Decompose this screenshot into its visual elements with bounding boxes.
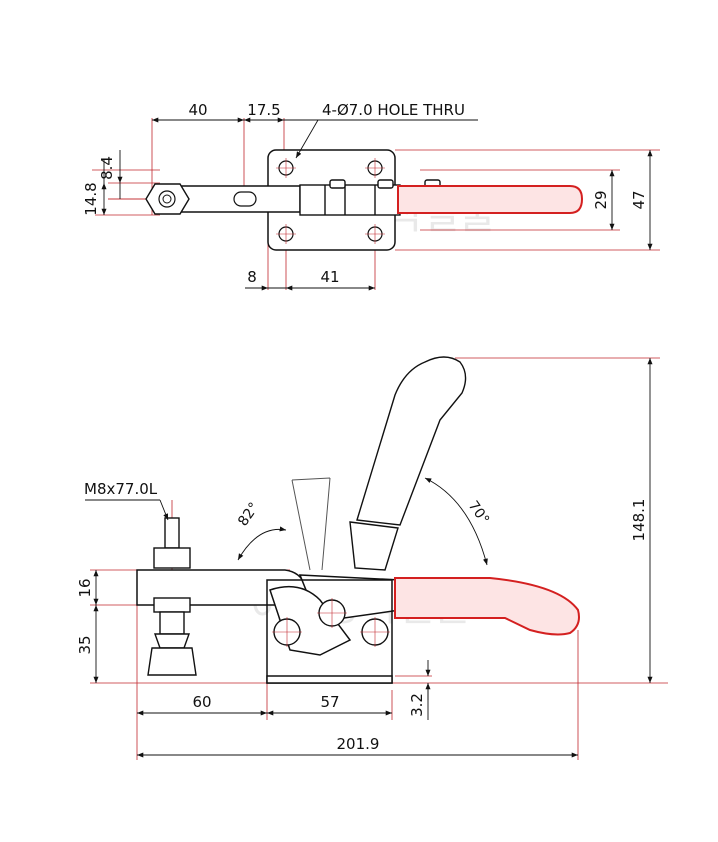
pivot-centers [272, 598, 390, 647]
base-block [266, 579, 393, 684]
handle-top [397, 185, 584, 214]
angle-arc-82 [237, 526, 287, 561]
dim-29: 29 [592, 190, 610, 209]
dim-3-2: 3.2 [408, 693, 426, 717]
dim-57: 57 [320, 693, 339, 711]
arm-slot [233, 191, 257, 207]
dim-60: 60 [192, 693, 211, 711]
angle-70: 70° [465, 498, 492, 528]
dim-14-8: 14.8 [82, 182, 100, 215]
top-dim-lines [101, 117, 653, 291]
side-view: 이지장식철물 [76, 356, 668, 760]
spindle [147, 517, 197, 676]
top-view: 이지장식철물 [82, 101, 660, 291]
hole-centers [276, 158, 385, 244]
dim-16: 16 [76, 578, 94, 597]
raised-handle-grip [349, 521, 399, 571]
dim-8: 8 [247, 268, 257, 286]
dim-17-5: 17.5 [247, 101, 280, 119]
dim-41: 41 [320, 268, 339, 286]
hole-note: 4-Ø7.0 HOLE THRU [322, 101, 465, 119]
dim-40: 40 [188, 101, 207, 119]
ghost-arm [291, 477, 331, 571]
angle-arc-70 [424, 477, 488, 566]
hex-bolt-top [145, 183, 190, 215]
spindle-note: M8x77.0L [84, 480, 158, 498]
dim-35: 35 [76, 635, 94, 654]
handle-side [394, 577, 580, 636]
clamp-arm-top [159, 179, 441, 216]
dim-148-1: 148.1 [630, 499, 648, 542]
raised-handle [356, 356, 467, 526]
angle-82: 82° [235, 500, 262, 530]
side-dim-lines [85, 358, 653, 758]
dim-47: 47 [630, 190, 648, 209]
dim-8-4: 8.4 [98, 156, 116, 180]
dim-201-9: 201.9 [337, 735, 380, 753]
